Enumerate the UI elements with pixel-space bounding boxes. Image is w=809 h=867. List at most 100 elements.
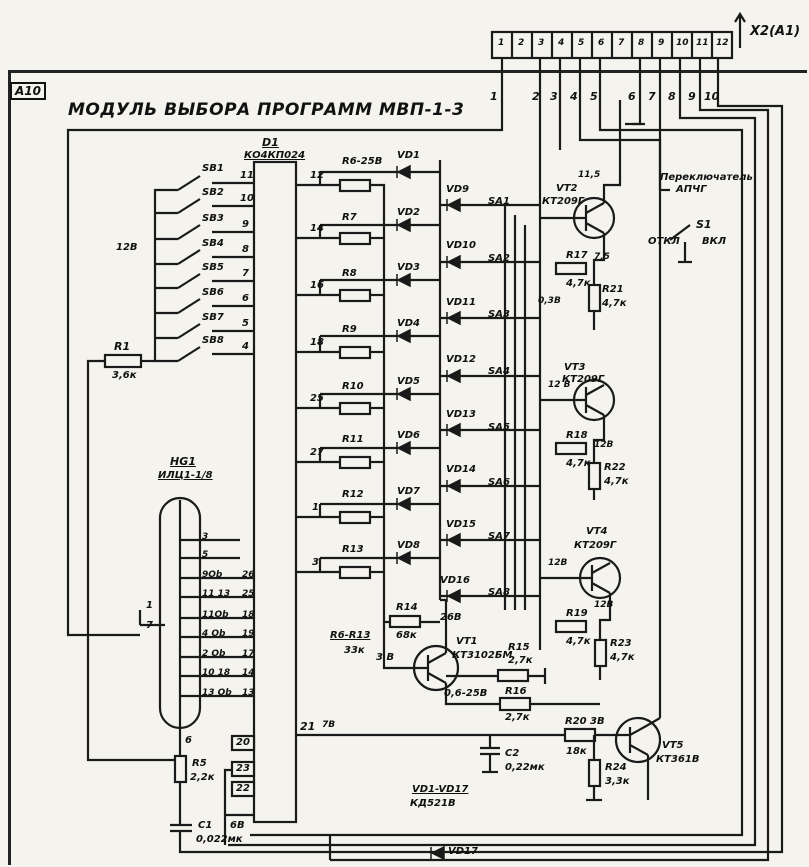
sa-label: SA5 [488, 422, 510, 433]
wire-number: 3 [550, 90, 558, 103]
wire-number: 6 [628, 90, 636, 103]
indicator-pin: 11Ob [202, 610, 229, 620]
r23-name: R23 [610, 638, 632, 649]
chip-type: КО4КП024 [244, 150, 306, 161]
s1-off-label[interactable]: ОТКЛ [648, 236, 680, 247]
vd17-label: VD17 [448, 846, 478, 857]
c1-name: C1 [198, 820, 213, 831]
r16-name: R16 [505, 686, 527, 697]
wire-number: 5 [590, 90, 598, 103]
sa-label: SA7 [488, 531, 510, 542]
vt2-name: VT2 [556, 183, 578, 194]
indicator-pin: 4 Ob [202, 629, 226, 639]
vt1-voltage: 3 В [376, 652, 395, 663]
resistor-label: R11 [342, 434, 364, 445]
c2-value: 0,22мк [505, 762, 545, 773]
indicator-pin: 5 [202, 550, 209, 560]
resistor-label: R7 [342, 212, 357, 223]
pin-label: 3 [538, 38, 545, 48]
indicator-pin: 3 [202, 532, 209, 542]
r20-value: 18к [566, 746, 587, 757]
r5-value: 2,2к [190, 772, 215, 783]
pin-label: 8 [638, 38, 645, 48]
sa-label: SA1 [488, 196, 510, 207]
r16-value: 2,7к [505, 712, 530, 723]
chip-pin: 18 [310, 337, 324, 348]
switch-sb4[interactable]: SB4 [202, 238, 224, 249]
r22-name: R22 [604, 462, 626, 473]
vt3-name: VT3 [564, 362, 586, 373]
pin-label: 5 [578, 38, 585, 48]
s1-name: S1 [696, 218, 712, 231]
r24-name: R24 [605, 762, 627, 773]
chip-pin: 20 [236, 737, 250, 748]
voltage-label: 7,5 [594, 252, 610, 262]
s1-on-label[interactable]: ВКЛ [702, 236, 727, 247]
diode-label: VD15 [446, 519, 476, 530]
switch-sb3[interactable]: SB3 [202, 213, 224, 224]
chip-pin: 6 [242, 293, 249, 304]
switch-sb7[interactable]: SB7 [202, 312, 224, 323]
voltage-label: 0,3В [538, 296, 561, 306]
chip-pin: 5 [242, 318, 249, 329]
r6-r13-label: R6-R13 [330, 630, 371, 641]
vt1-type: КТ3102БМ [452, 650, 513, 661]
pin-label: 4 [558, 38, 565, 48]
sa-label: SA8 [488, 587, 510, 598]
diode-label: VD9 [446, 184, 469, 195]
voltage-label: 7В [322, 720, 336, 730]
r19-name: R19 [566, 608, 588, 619]
indicator-pin: 7 [146, 620, 153, 631]
voltage-label: 12В [594, 600, 614, 610]
resistor-label: R8 [342, 268, 357, 279]
r6-r13-value: 33к [344, 645, 365, 656]
vt2-type: КТ209Г [542, 196, 585, 207]
page-title: МОДУЛЬ ВЫБОРА ПРОГРАММ МВП-1-3 [68, 100, 465, 120]
switch-sb2[interactable]: SB2 [202, 187, 224, 198]
r14-voltage: 26В [440, 612, 462, 623]
chip-pin: 22 [236, 783, 250, 794]
r20-voltage: 3В [590, 716, 605, 727]
switch-sb1[interactable]: SB1 [202, 163, 224, 174]
chip-name: D1 [262, 136, 279, 149]
r14-name: R14 [396, 602, 418, 613]
r18-value: 4,7к [566, 458, 591, 469]
pin-label: 10 [676, 38, 689, 48]
chip-pin: 23 [236, 763, 250, 774]
chip-pin: 8 [242, 244, 249, 255]
voltage-label: 12 В [548, 380, 571, 390]
pin-label: 1 [498, 38, 505, 48]
r1-name: R1 [114, 340, 131, 353]
r21-value: 4,7к [602, 298, 627, 309]
switch-sb5[interactable]: SB5 [202, 262, 224, 273]
wire-number: 8 [668, 90, 676, 103]
module-box-label: А10 [10, 82, 46, 100]
chip-pin: 7 [242, 268, 249, 279]
vt5-name: VT5 [662, 740, 684, 751]
r15-value: 2,7к [508, 655, 533, 666]
switch-sb6[interactable]: SB6 [202, 287, 224, 298]
r15-name: R15 [508, 642, 530, 653]
r14-value: 68к [396, 630, 417, 641]
indicator-pin: 1 [146, 600, 153, 611]
indicator-type: ИЛЦ1-1/8 [158, 470, 213, 481]
wire-number: 1 [490, 90, 498, 103]
connector-label: X2(A1) [750, 24, 801, 39]
pin-label: 7 [618, 38, 625, 48]
diode-label: VD12 [446, 354, 476, 365]
chip-pin: 14 [310, 223, 324, 234]
diode-label: VD11 [446, 297, 476, 308]
diode-label: VD13 [446, 409, 476, 420]
resistor-label: R6-25В [342, 156, 383, 167]
c2-name: C2 [505, 748, 520, 759]
switch-sb8[interactable]: SB8 [202, 335, 224, 346]
indicator-pin: 11 13 [202, 589, 231, 599]
sa-label: SA6 [488, 477, 510, 488]
sa-label: SA4 [488, 366, 510, 377]
diode-label: VD7 [397, 486, 420, 497]
chip-pin: 4 [242, 341, 249, 352]
r22-value: 4,7к [604, 476, 629, 487]
vt5-type: КТ361В [656, 754, 700, 765]
voltage-label: 11,5 [578, 170, 601, 180]
